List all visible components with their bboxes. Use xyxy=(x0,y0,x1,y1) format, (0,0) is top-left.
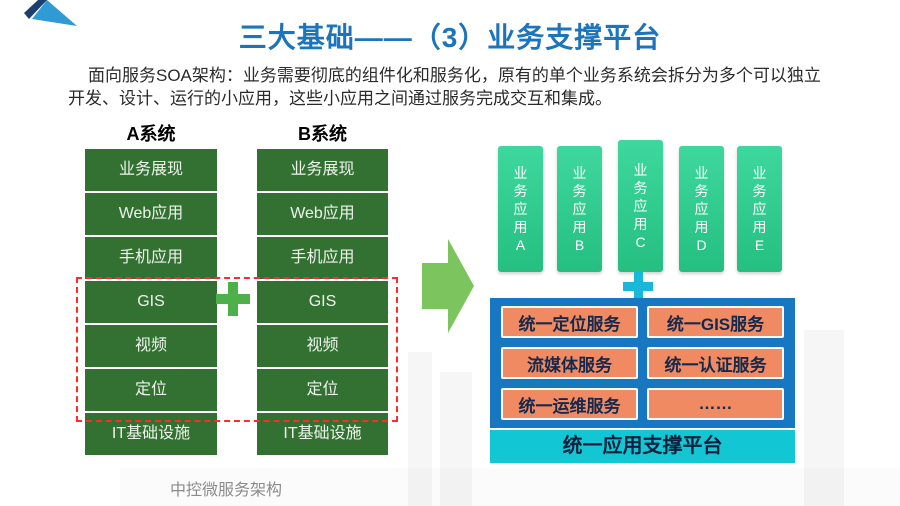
layer-box: 业务展现 xyxy=(257,149,388,191)
service-box: 流媒体服务 xyxy=(501,347,638,379)
layer-box: Web应用 xyxy=(257,193,388,235)
platform-bar: 统一应用支撑平台 xyxy=(490,430,795,463)
plus-icon xyxy=(216,282,250,316)
intro-line-2: 开发、设计、运行的小应用，这些小应用之间通过服务完成交互和集成。 xyxy=(68,89,612,108)
logo-icon xyxy=(24,0,77,26)
service-box: …… xyxy=(647,388,784,420)
services-container: 统一定位服务 统一GIS服务 流媒体服务 统一认证服务 统一运维服务 …… xyxy=(490,298,795,428)
layer-box: 手机应用 xyxy=(257,237,388,279)
system-a-stack: 业务展现 Web应用 手机应用 GIS 视频 定位 IT基础设施 xyxy=(85,149,217,457)
right-arrow-icon xyxy=(422,239,474,333)
layer-box: 定位 xyxy=(85,369,217,411)
intro-line-1: 面向服务SOA架构：业务需要彻底的组件化和服务化，原有的单个业务系统会拆分为多个… xyxy=(88,66,821,85)
system-a-title: A系统 xyxy=(126,124,176,144)
system-b-title: B系统 xyxy=(298,124,347,144)
caption: 中控微服务架构 xyxy=(170,482,283,499)
layer-box: 手机应用 xyxy=(85,237,217,279)
layer-box: GIS xyxy=(85,281,217,323)
layer-box: 定位 xyxy=(257,369,388,411)
intro-paragraph: 面向服务SOA架构：业务需要彻底的组件化和服务化，原有的单个业务系统会拆分为多个… xyxy=(68,64,850,110)
layer-box: 业务展现 xyxy=(85,149,217,191)
plus-icon xyxy=(623,271,653,301)
service-box: 统一运维服务 xyxy=(501,388,638,420)
layer-box: 视频 xyxy=(85,325,217,367)
layer-box: Web应用 xyxy=(85,193,217,235)
system-b-stack: 业务展现 Web应用 手机应用 GIS 视频 定位 IT基础设施 xyxy=(257,149,388,457)
watermark-bar xyxy=(440,372,472,506)
service-box: 统一定位服务 xyxy=(501,306,638,338)
layer-box: 视频 xyxy=(257,325,388,367)
watermark-bar xyxy=(408,352,432,506)
watermark-bar xyxy=(804,330,844,506)
page-title: 三大基础——（3）业务支撑平台 xyxy=(238,22,662,53)
service-box: 统一认证服务 xyxy=(647,347,784,379)
service-box: 统一GIS服务 xyxy=(647,306,784,338)
layer-box: GIS xyxy=(257,281,388,323)
highlight-dashed-box xyxy=(76,277,398,422)
